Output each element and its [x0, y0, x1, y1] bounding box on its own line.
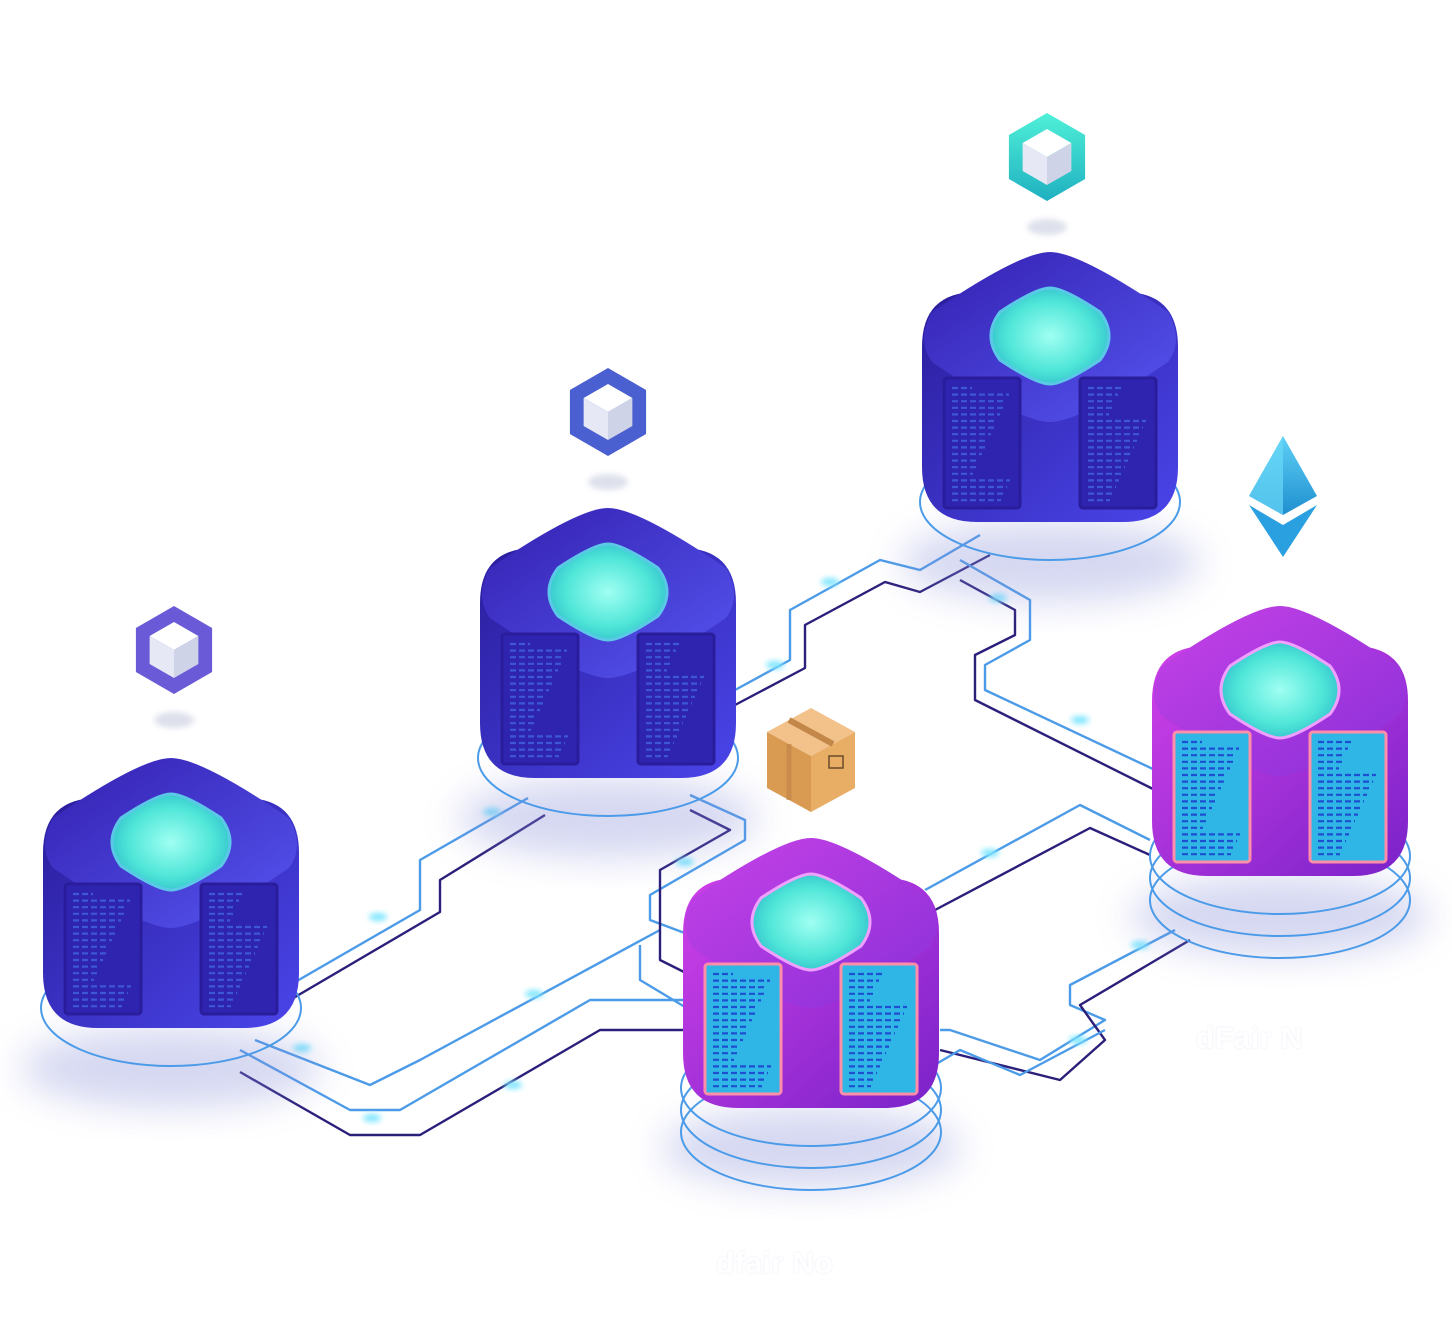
- data-pulse-4: [504, 1081, 522, 1089]
- server-pink-center: [661, 838, 961, 1191]
- server-mid-panel-frame-1: [636, 632, 716, 766]
- data-pulse-7: [676, 858, 694, 866]
- cube-token-purple-shadow: [154, 712, 194, 728]
- server-pink-right: [1130, 606, 1430, 959]
- server-mid-panel-1: [636, 632, 716, 766]
- cube-token-teal-cube-right: [1047, 143, 1072, 185]
- ethereum-logo-bottom: [1249, 505, 1317, 557]
- server-top-panel-frame-1: [1078, 376, 1158, 510]
- server-mid-screen-glow: [547, 542, 669, 642]
- data-pulse-6: [766, 661, 784, 669]
- wire-13: [934, 826, 1151, 912]
- cube-token-blue-shadow: [588, 474, 628, 490]
- node-label-right: dFair N: [1196, 1022, 1303, 1055]
- server-top-shadow: [900, 522, 1200, 602]
- server-pink-right-panel-0: [1172, 730, 1252, 864]
- cube-token-purple-cube-top: [149, 622, 199, 650]
- cube-token-blue-cube-right: [608, 398, 633, 440]
- data-pulse-11: [1131, 941, 1149, 949]
- server-mid-shadow: [458, 778, 758, 858]
- data-pulse-5: [821, 578, 839, 586]
- server-left-panel-1: [199, 882, 279, 1016]
- cube-token-blue: [569, 368, 647, 490]
- server-pink-center-screen-glow: [750, 872, 872, 972]
- server-left-screen-glow: [110, 792, 232, 892]
- server-pink-center-panel-0: [703, 962, 783, 1096]
- package-box-right: [811, 732, 855, 812]
- server-pink-center-panel-1: [839, 962, 919, 1096]
- data-pulse-3: [525, 990, 543, 998]
- data-pulse-0: [369, 913, 387, 921]
- server-mid-panel-0: [500, 632, 580, 766]
- wire-14: [940, 928, 1176, 1062]
- cube-token-blue-cube-left: [583, 398, 608, 440]
- wire-2: [239, 998, 690, 1112]
- server-top-panel-frame-0: [942, 376, 1022, 510]
- data-pulse-13: [363, 1114, 381, 1122]
- server-left: [21, 758, 321, 1108]
- cube-token-purple: [135, 606, 213, 728]
- server-pink-right-panel-frame-1: [1308, 730, 1388, 864]
- package-box: [767, 708, 855, 812]
- server-pink-right-shadow: [1130, 876, 1430, 956]
- cube-token-purple-cube-right: [174, 636, 199, 678]
- data-pulse-9: [1071, 716, 1089, 724]
- server-top-screen-glow: [989, 286, 1111, 386]
- cube-token-teal-cube-top: [1022, 129, 1072, 157]
- server-top: [900, 252, 1200, 602]
- ethereum-logo-top-left: [1249, 436, 1283, 515]
- wire-1: [289, 813, 546, 1002]
- server-top-panel-1: [1078, 376, 1158, 510]
- server-left-panel-frame-0: [63, 882, 143, 1016]
- server-pink-right-panel-1: [1308, 730, 1388, 864]
- data-pulse-12: [1069, 1036, 1087, 1044]
- wire-3: [239, 1028, 690, 1137]
- package-box-tape: [787, 717, 835, 747]
- server-nodes: [21, 252, 1430, 1191]
- cube-token-teal-cube-left: [1022, 143, 1047, 185]
- server-pink-right-screen-glow: [1219, 640, 1341, 740]
- server-top-panel-0: [942, 376, 1022, 510]
- package-box-label: [828, 755, 844, 769]
- wire-15: [939, 938, 1191, 1082]
- server-pink-center-panel-frame-1: [839, 962, 919, 1096]
- server-pink-center-panel-frame-0: [703, 962, 783, 1096]
- cube-token-teal: [1008, 113, 1086, 235]
- token-icons: [135, 113, 1317, 812]
- cube-token-purple-cube-left: [149, 636, 174, 678]
- wire-11: [959, 578, 1156, 792]
- server-left-panel-0: [63, 882, 143, 1016]
- server-mid: [458, 508, 758, 858]
- node-label-bottom: dfair No: [716, 1247, 834, 1280]
- wire-12: [924, 803, 1151, 892]
- wire-9: [638, 945, 691, 1012]
- server-pink-right-panel-frame-0: [1172, 730, 1252, 864]
- server-left-panel-frame-1: [199, 882, 279, 1016]
- data-pulse-10: [981, 849, 999, 857]
- server-left-shadow: [21, 1028, 321, 1108]
- ethereum-logo: [1249, 436, 1317, 557]
- cube-token-teal-shadow: [1027, 219, 1067, 235]
- server-mid-panel-frame-0: [500, 632, 580, 766]
- server-pink-center-shadow: [661, 1108, 961, 1188]
